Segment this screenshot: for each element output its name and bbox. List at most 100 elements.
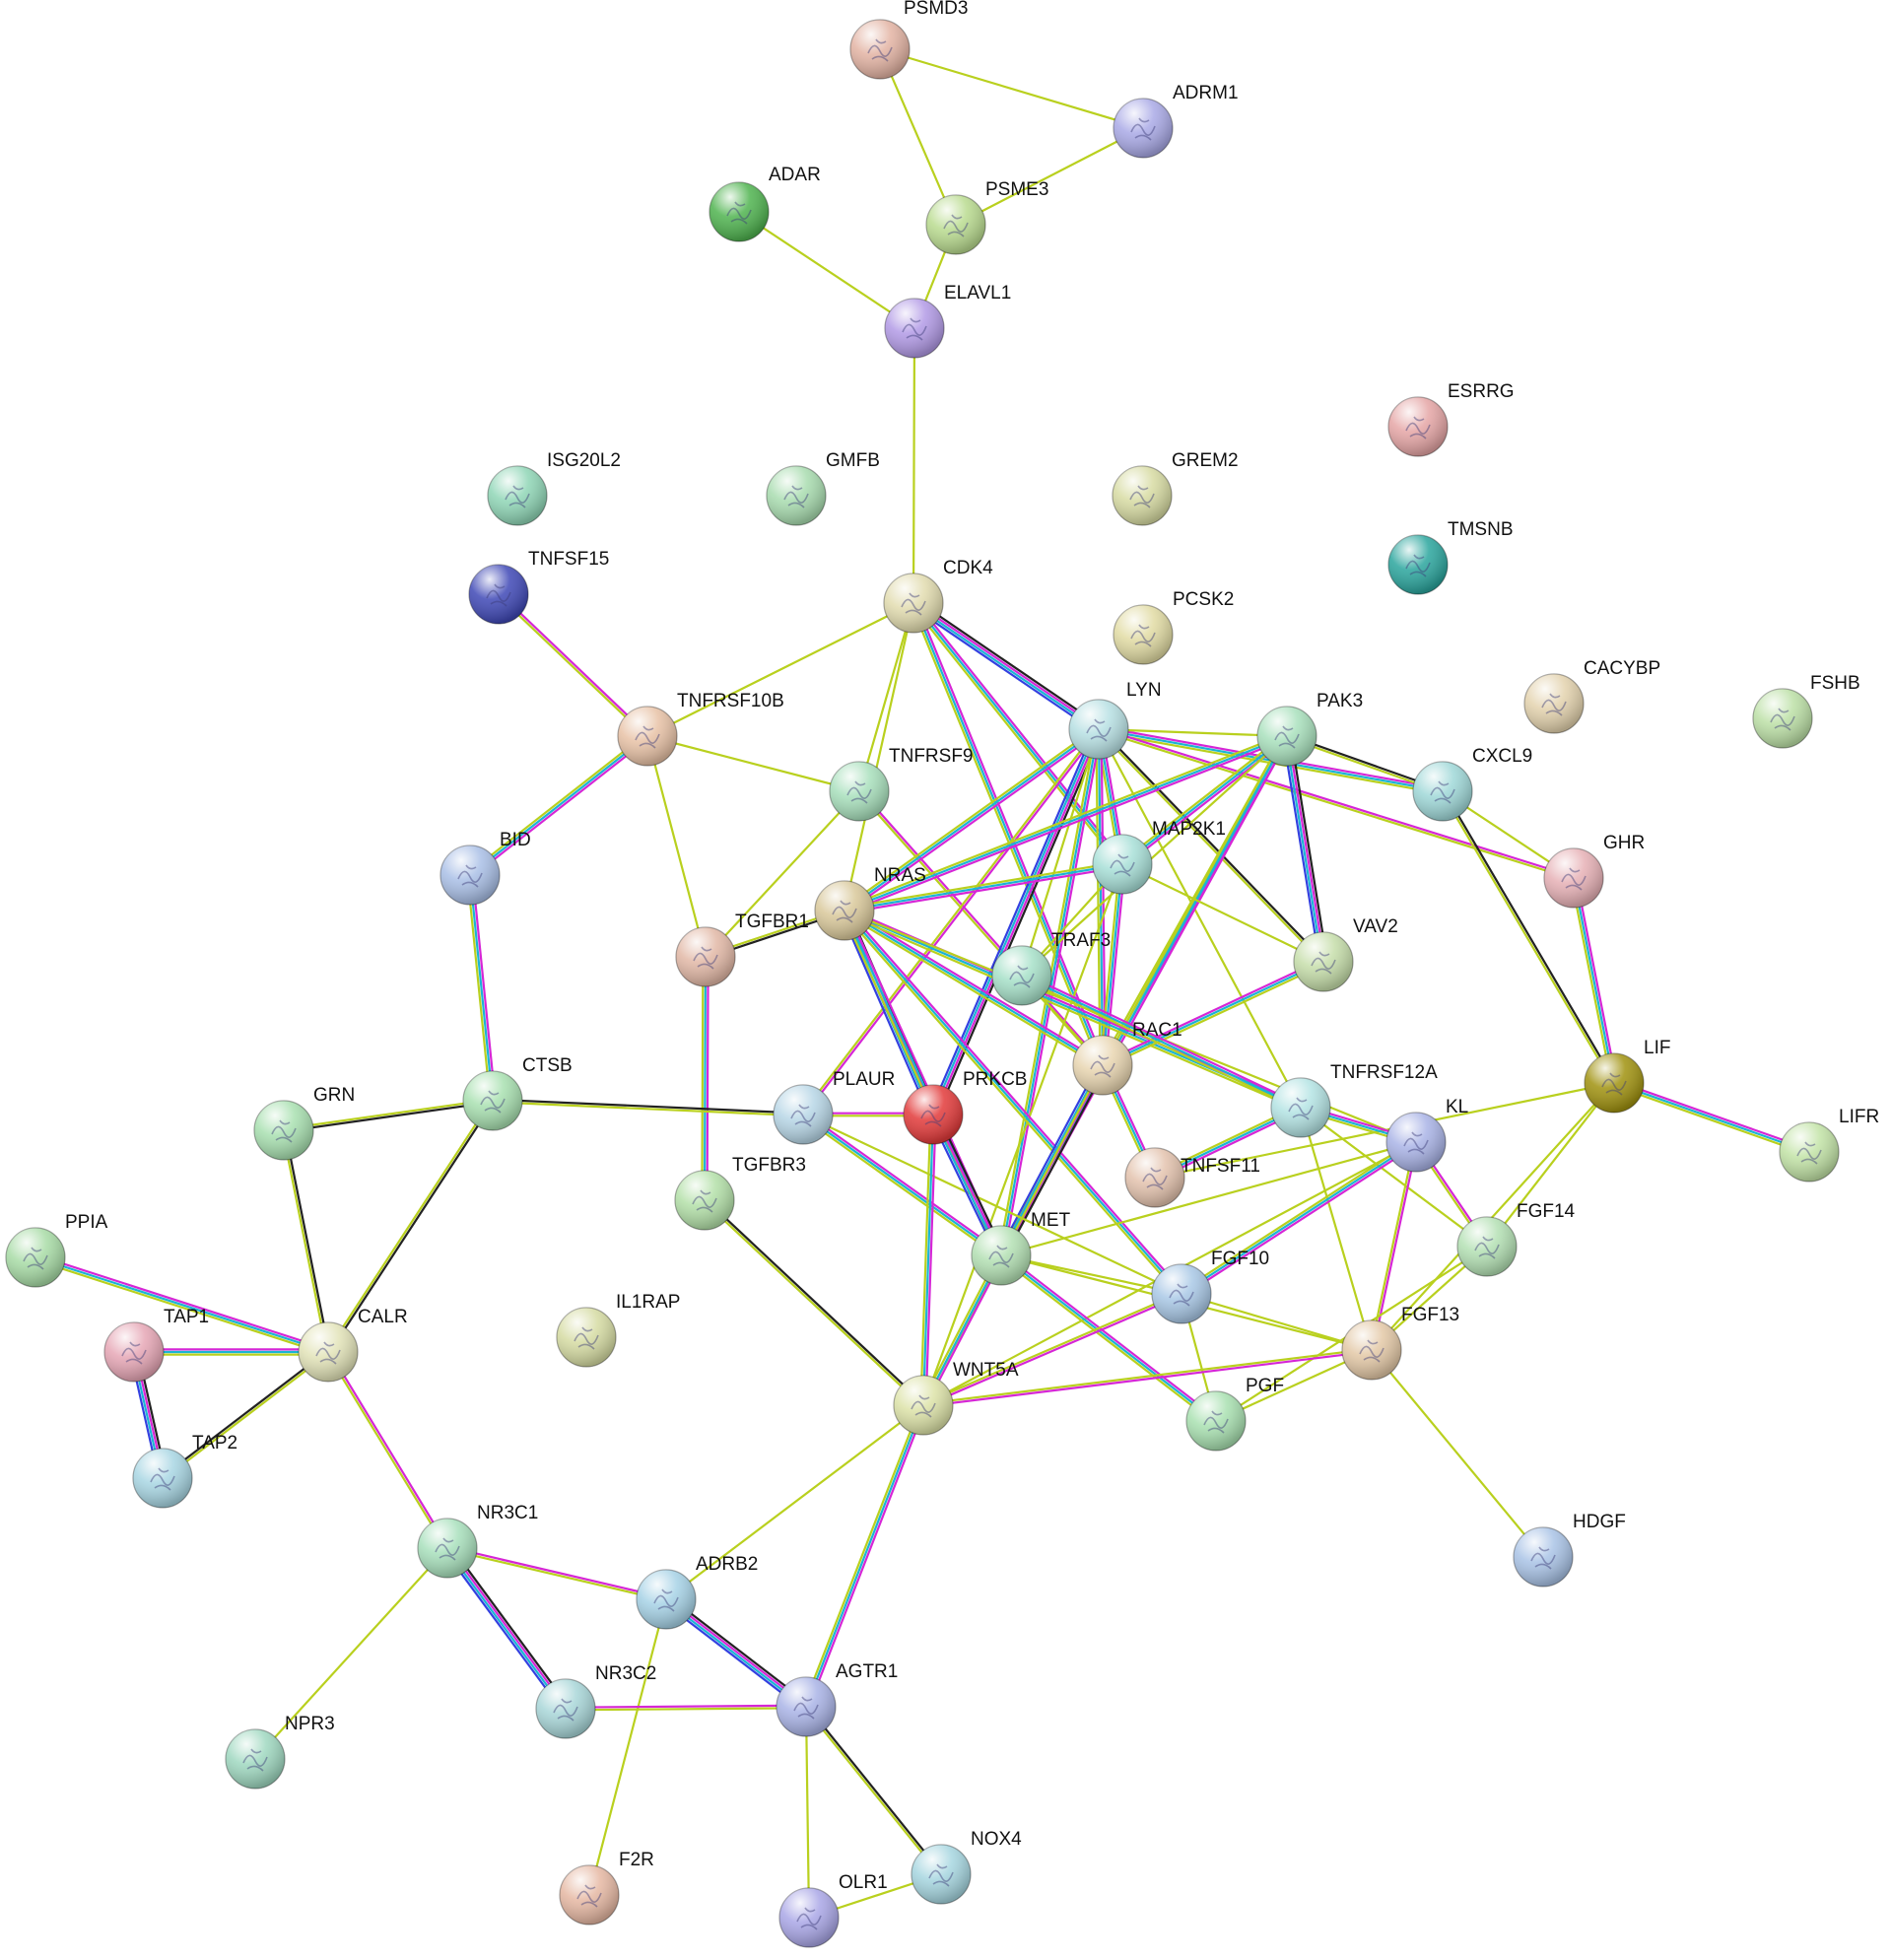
node-nr3c2[interactable]: NR3C2 (535, 1663, 656, 1739)
edge-stripe (34, 1253, 330, 1351)
node-tap2[interactable]: TAP2 (132, 1433, 237, 1509)
node-fshb[interactable]: FSHB (1752, 673, 1860, 749)
edge-stripe (444, 1547, 567, 1711)
node-wnt5a[interactable]: WNT5A (893, 1360, 1019, 1436)
node-gloss (1093, 835, 1152, 894)
edge-stripe (924, 1113, 937, 1407)
node-gloss (440, 845, 500, 905)
protein-structure-icon (635, 725, 660, 749)
node-label: NR3C1 (477, 1503, 538, 1523)
node-traf3[interactable]: TRAF3 (991, 930, 1111, 1006)
node-grn[interactable]: GRN (253, 1085, 355, 1161)
node-tnfsf15[interactable]: TNFSF15 (468, 549, 609, 625)
node-il1rap[interactable]: IL1RAP (556, 1292, 680, 1368)
node-psme3[interactable]: PSME3 (925, 179, 1048, 255)
edge-stripe (878, 47, 1145, 130)
edge-stripe (703, 1199, 924, 1408)
node-prkcb[interactable]: PRKCB (903, 1069, 1027, 1145)
protein-structure-icon (867, 38, 893, 62)
node-pgf[interactable]: PGF (1185, 1376, 1284, 1452)
node-psmd3[interactable]: PSMD3 (849, 0, 968, 80)
edge-stripe (928, 726, 1097, 1115)
edge-stripe (1020, 734, 1289, 978)
protein-structure-icon (1405, 554, 1431, 577)
edge-rac1-vav2 (1100, 958, 1326, 1069)
node-cacybp[interactable]: CACYBP (1523, 658, 1660, 734)
node-f2r[interactable]: F2R (559, 1850, 654, 1926)
node-met[interactable]: MET (971, 1210, 1071, 1286)
edge-stripe (564, 1707, 808, 1712)
node-npr3[interactable]: NPR3 (225, 1714, 335, 1790)
edge-stripe (921, 1113, 935, 1407)
node-tnfrsf10b[interactable]: TNFRSF10B (617, 691, 784, 767)
node-cdk4[interactable]: CDK4 (883, 558, 993, 634)
node-adrb2[interactable]: ADRB2 (636, 1554, 758, 1630)
node-hdgf[interactable]: HDGF (1513, 1512, 1626, 1588)
edge-stripe (1440, 790, 1614, 1085)
node-isg20l2[interactable]: ISG20L2 (487, 450, 621, 526)
node-fgf14[interactable]: FGF14 (1456, 1201, 1576, 1277)
protein-structure-icon (435, 1537, 460, 1561)
edge-stripe (1369, 1140, 1416, 1351)
node-adar[interactable]: ADAR (709, 165, 821, 242)
node-grem2[interactable]: GREM2 (1112, 450, 1239, 526)
node-olr1[interactable]: OLR1 (778, 1872, 888, 1948)
node-nox4[interactable]: NOX4 (911, 1829, 1022, 1905)
edge-stripe (803, 1111, 1004, 1254)
node-lifr[interactable]: LIFR (1779, 1107, 1879, 1183)
node-elavl1[interactable]: ELAVL1 (884, 283, 1011, 359)
node-plaur[interactable]: PLAUR (773, 1069, 895, 1145)
edge-stripe (912, 326, 916, 605)
node-pak3[interactable]: PAK3 (1256, 691, 1363, 767)
node-gloss (226, 1729, 285, 1789)
node-label: CXCL9 (1472, 746, 1532, 767)
edge-stripe (491, 1101, 805, 1117)
node-gloss (1069, 700, 1128, 759)
node-rac1[interactable]: RAC1 (1072, 1020, 1182, 1096)
node-tmsnb[interactable]: TMSNB (1387, 519, 1514, 595)
edge-stripe (1613, 1079, 1811, 1151)
node-esrrg[interactable]: ESRRG (1387, 381, 1515, 457)
node-vav2[interactable]: VAV2 (1293, 916, 1398, 992)
node-ctsb[interactable]: CTSB (462, 1055, 573, 1131)
node-pcsk2[interactable]: PCSK2 (1113, 589, 1234, 665)
protein-structure-icon (793, 1696, 819, 1720)
node-calr[interactable]: CALR (298, 1307, 408, 1383)
node-gloss (1388, 397, 1448, 456)
node-agtr1[interactable]: AGTR1 (776, 1661, 898, 1737)
node-gloss (1152, 1264, 1211, 1323)
node-tnfrsf12a[interactable]: TNFRSF12A (1270, 1062, 1438, 1138)
node-gmfb[interactable]: GMFB (766, 450, 880, 526)
node-tnfrsf9[interactable]: TNFRSF9 (829, 746, 974, 822)
node-adrm1[interactable]: ADRM1 (1113, 83, 1239, 159)
node-label: ESRRG (1448, 381, 1515, 402)
node-tnfsf11[interactable]: TNFSF11 (1124, 1147, 1260, 1208)
node-lyn[interactable]: LYN (1068, 680, 1162, 760)
node-bid[interactable]: BID (439, 830, 531, 906)
node-nras[interactable]: NRAS (814, 865, 926, 941)
edge-plaur-fgf10 (801, 1113, 1183, 1296)
node-fgf13[interactable]: FGF13 (1341, 1305, 1459, 1381)
edge-stripe (912, 600, 1101, 730)
node-gloss (1780, 1122, 1839, 1182)
protein-structure-icon (796, 1907, 822, 1930)
node-fgf10[interactable]: FGF10 (1151, 1249, 1269, 1324)
protein-structure-icon (1770, 708, 1795, 731)
node-tgfbr1[interactable]: TGFBR1 (675, 912, 809, 987)
node-cxcl9[interactable]: CXCL9 (1412, 746, 1532, 822)
edge-stripe (442, 1549, 564, 1713)
node-kl[interactable]: KL (1385, 1097, 1468, 1173)
edge-stripe (930, 727, 1099, 1115)
node-tgfbr3[interactable]: TGFBR3 (674, 1155, 806, 1231)
node-label: CACYBP (1584, 658, 1660, 679)
edge-stripe (703, 955, 708, 1202)
edge-stripe (325, 1099, 494, 1353)
node-nr3c1[interactable]: NR3C1 (417, 1503, 538, 1579)
node-ppia[interactable]: PPIA (5, 1212, 108, 1288)
edge-stripe (1284, 735, 1323, 964)
edge-pak3-traf3 (1020, 734, 1289, 978)
node-lif[interactable]: LIF (1584, 1038, 1670, 1114)
node-tap1[interactable]: TAP1 (103, 1307, 209, 1383)
node-ghr[interactable]: GHR (1543, 833, 1645, 909)
node-map2k1[interactable]: MAP2K1 (1092, 819, 1226, 895)
